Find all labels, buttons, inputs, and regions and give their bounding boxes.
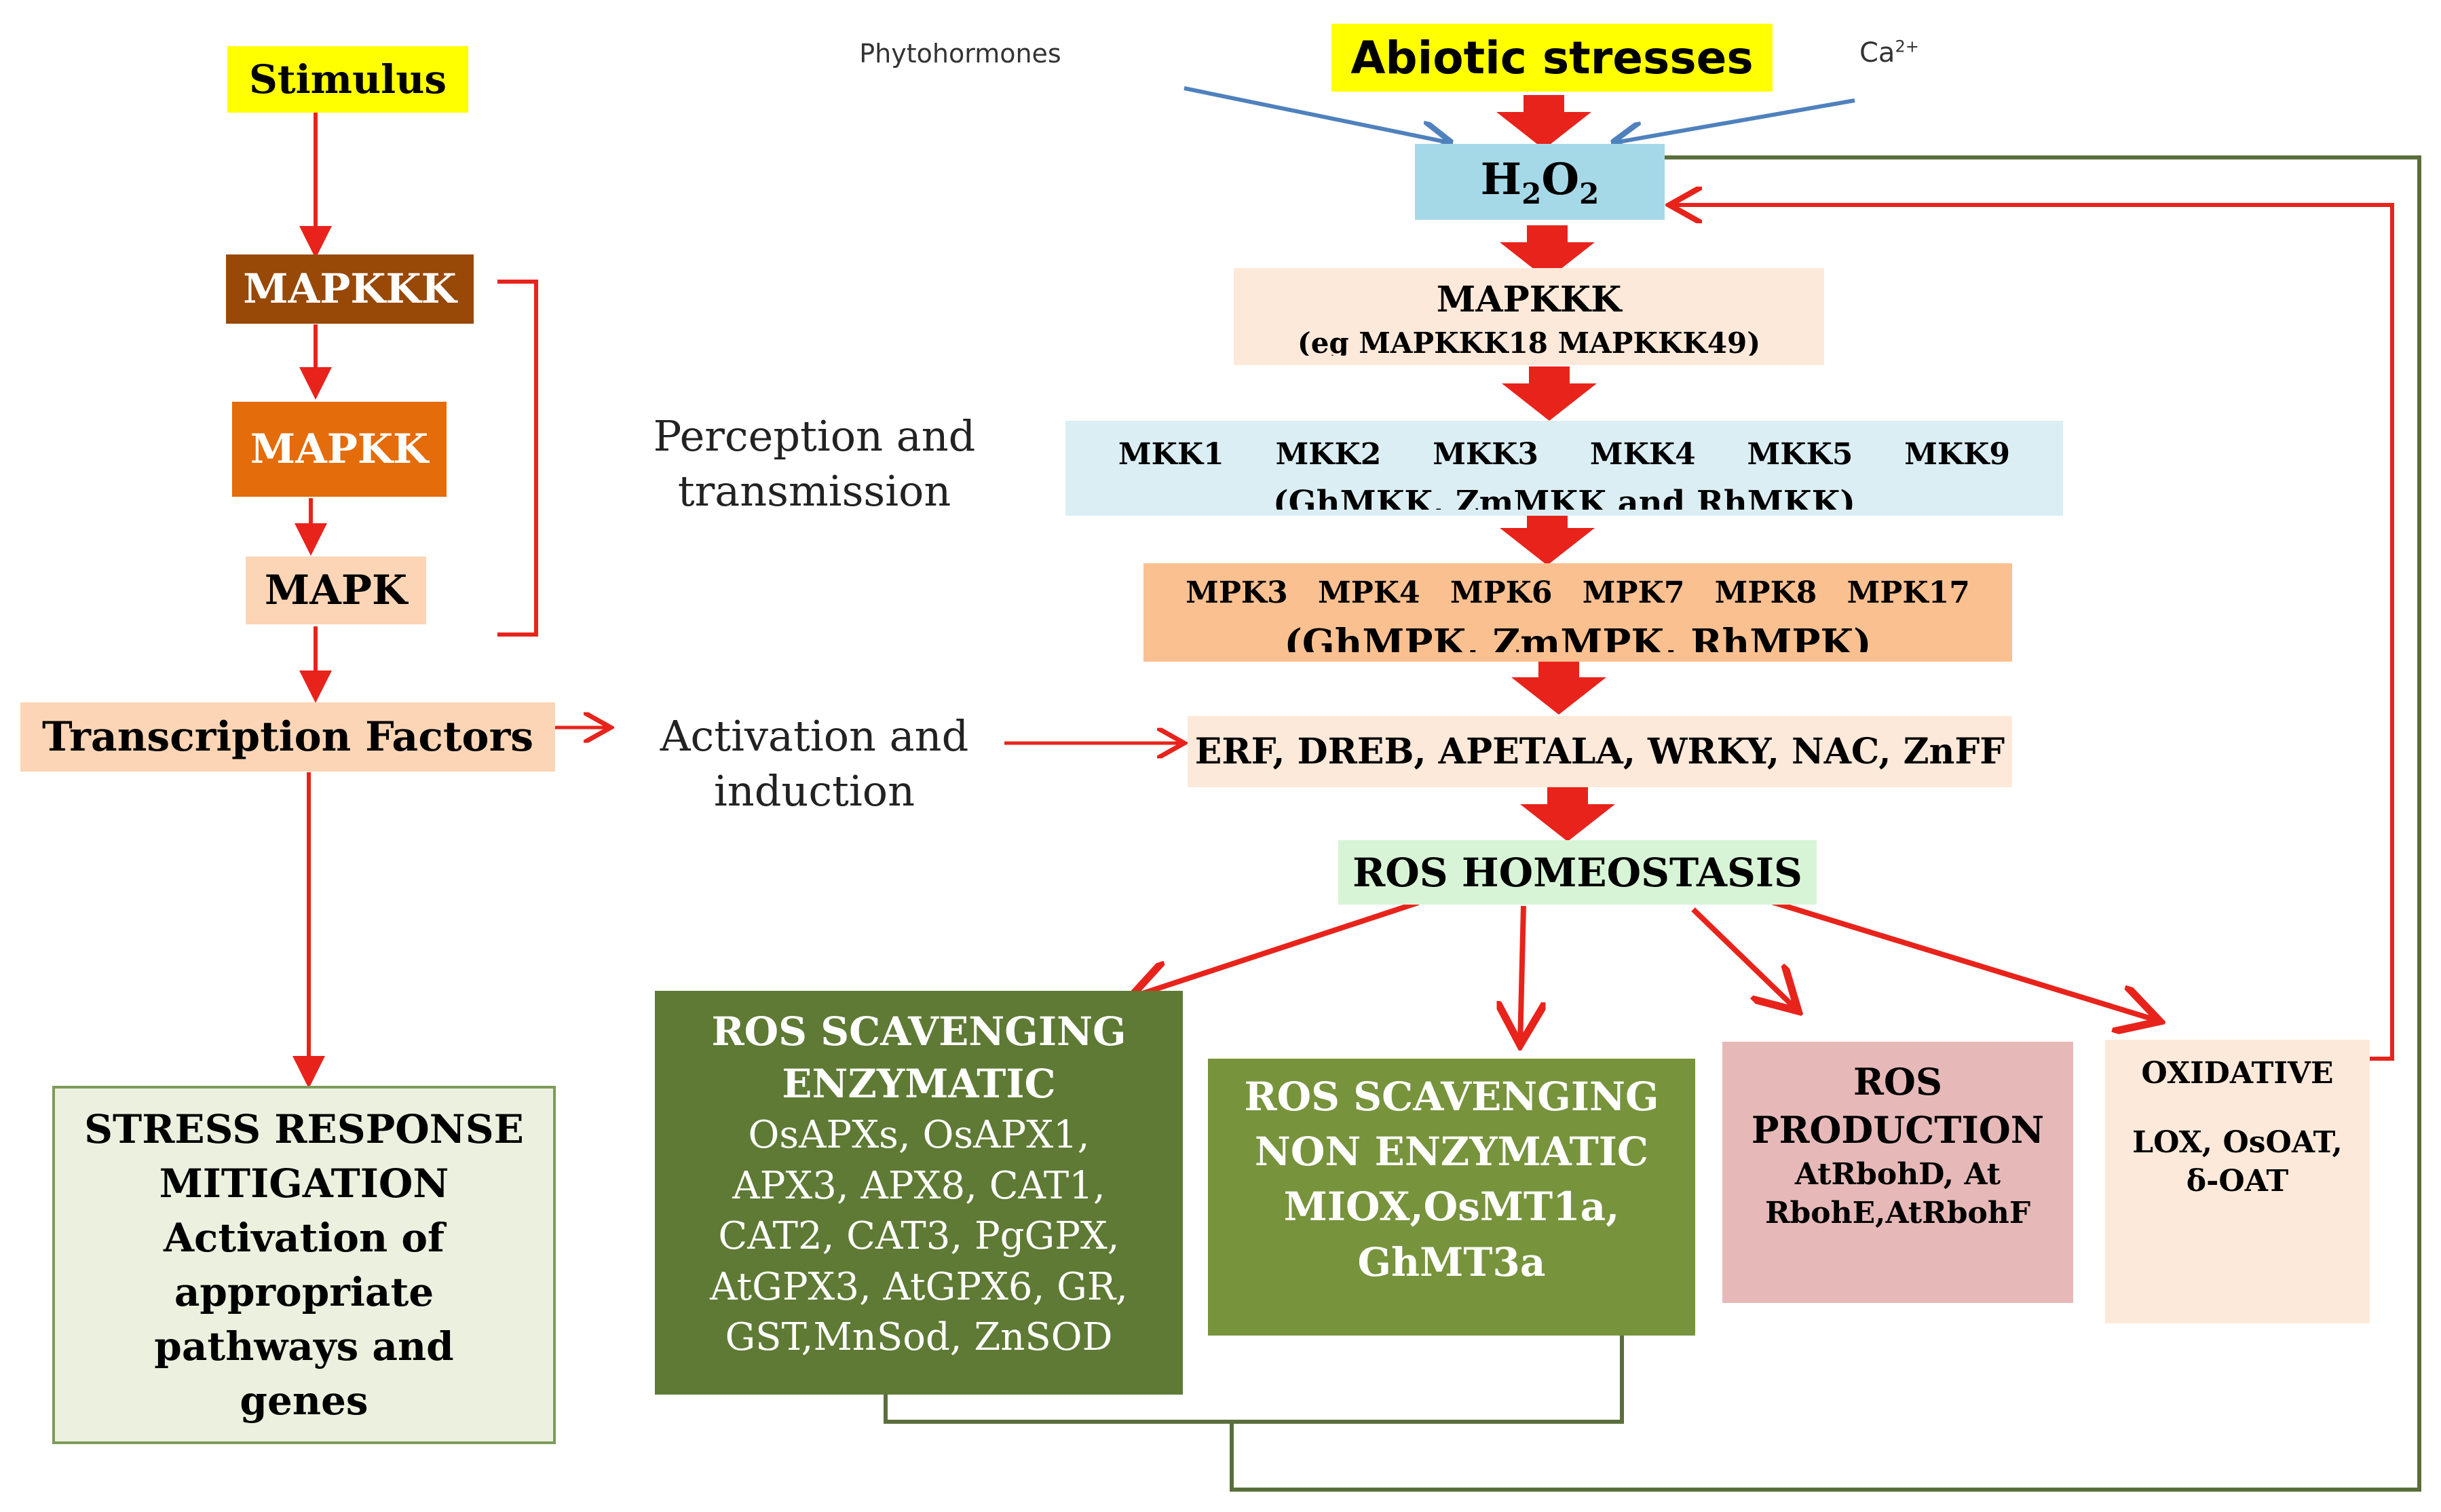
perception-label: Perception and transmission	[653, 411, 976, 516]
mpk-species: (GhMPK, ZmMPK, RhMPK)	[1284, 621, 1872, 652]
mpk-item: MPK4	[1318, 575, 1420, 610]
stress-response-line: appropriate	[174, 1269, 434, 1315]
stress-response-box: STRESS RESPONSE MITIGATION Activation of…	[52, 1086, 556, 1444]
stress-response-line: STRESS RESPONSE	[84, 1105, 524, 1152]
stimulus-box: Stimulus	[227, 46, 468, 113]
production-title: ROS	[1853, 1060, 1942, 1103]
nonenzymatic-body: GhMT3a	[1357, 1239, 1546, 1285]
mkk-box: MKK1 MKK2 MKK3 MKK4 MKK5 MKK9 (GhMKK, Zm…	[1065, 421, 2063, 516]
mapkkk-title: MAPKKK	[1436, 279, 1622, 320]
stimulus-label: Stimulus	[248, 56, 447, 102]
abiotic-stresses-box: Abiotic stresses	[1331, 24, 1773, 92]
enzymatic-body: OsAPXs, OsAPX1, APX3, APX8, CAT1, CAT2, …	[710, 1113, 1128, 1360]
left-mapkkk-label: MAPKKK	[243, 265, 457, 313]
mkk-species: (GhMKK, ZmMKK and RhMKK)	[1272, 484, 1856, 510]
ros-scavenging-nonenzymatic-box: ROS SCAVENGING NON ENZYMATIC MIOX,OsMT1a…	[1208, 1059, 1695, 1336]
transcription-factors-label: Transcription Factors	[42, 713, 533, 761]
mkk-item: MKK1	[1118, 437, 1224, 472]
arrow-ros-to-oxidative	[1746, 892, 2160, 1021]
mpk-item: MPK17	[1847, 575, 1970, 610]
h2o2-box: H2O2	[1415, 144, 1665, 220]
mkk-item: MKK2	[1275, 437, 1382, 472]
block-arrows	[1496, 95, 1615, 842]
mpk-item: MPK8	[1714, 575, 1817, 610]
mpk-item: MPK3	[1186, 575, 1288, 610]
nonenzymatic-title: NON ENZYMATIC	[1254, 1129, 1649, 1175]
arrow-ca-to-h2o2	[1615, 98, 1855, 143]
oxidative-box: OXIDATIVE LOX, OsOAT, δ-OAT	[2105, 1040, 2370, 1323]
mpk-item: MPK6	[1450, 575, 1553, 610]
block-arrow-mkk-to-mpk	[1500, 511, 1595, 565]
activation-label: Activation and induction	[660, 711, 969, 816]
mkk-row: MKK1 MKK2 MKK3 MKK4 MKK5 MKK9	[1093, 437, 2036, 472]
left-mapkkk-box: MAPKKK	[226, 254, 474, 324]
arrow-ros-to-enzymatic	[1130, 900, 1420, 998]
oxidative-body: LOX, OsOAT, δ-OAT	[2132, 1125, 2343, 1199]
mkk-item: MKK4	[1589, 437, 1696, 472]
left-mapkk-box: MAPKK	[232, 402, 447, 497]
inhibition-feedback	[884, 155, 2421, 1492]
transcription-factors-box: Transcription Factors	[20, 702, 555, 772]
feedback-scavenging-bracket	[884, 1330, 1624, 1424]
tf-list-label: ERF, DREB, APETALA, WRKY, NAC, ZnFF	[1194, 731, 2005, 772]
abiotic-stresses-label: Abiotic stresses	[1350, 31, 1754, 84]
feedback-scavenging-to-h2o2	[1230, 155, 2421, 1492]
h2o2-label: H2O2	[1480, 153, 1600, 210]
mkk-item: MKK3	[1433, 437, 1539, 472]
enzymatic-title: ENZYMATIC	[782, 1061, 1056, 1108]
mpk-row: MPK3 MPK4 MPK6 MPK7 MPK8 MPK17	[1171, 575, 1985, 610]
block-arrow-abiotic-to-h2o2	[1496, 95, 1591, 149]
arrow-phytohormones-to-h2o2	[1184, 86, 1449, 143]
enzymatic-title: ROS SCAVENGING	[711, 1008, 1127, 1055]
left-mapk-box: MAPK	[246, 556, 426, 624]
mkk-item: MKK9	[1904, 437, 2011, 472]
phytohormones-label: Phytohormones	[859, 39, 1061, 69]
calcium-label: Ca2+	[1859, 37, 1919, 69]
arrow-ros-to-production	[1691, 907, 1798, 1011]
feedback-oxidative-to-h2o2	[1669, 205, 2394, 1061]
block-arrow-h2o2-to-mapkkk	[1500, 225, 1595, 280]
mapkkk-box: MAPKKK (eg MAPKKK18 MAPKKK49)	[1234, 268, 1824, 365]
stress-response-line: Activation of	[164, 1214, 444, 1261]
block-arrow-mpk-to-tf	[1511, 660, 1606, 715]
arrow-ros-to-nonenzymatic	[1520, 905, 1524, 1045]
left-mapkk-label: MAPKK	[250, 426, 429, 473]
mkk-item: MKK5	[1747, 437, 1853, 472]
ros-homeostasis-box: ROS HOMEOSTASIS	[1338, 840, 1817, 905]
tf-list-box: ERF, DREB, APETALA, WRKY, NAC, ZnFF	[1188, 716, 2012, 787]
block-arrow-mapkkk-to-mkk	[1502, 366, 1597, 421]
production-body: AtRbohD, At RbohE,AtRbohF	[1764, 1156, 2031, 1230]
nonenzymatic-body: MIOX,OsMT1a,	[1283, 1184, 1620, 1230]
stress-response-line: MITIGATION	[159, 1160, 449, 1207]
stress-response-line: pathways and	[154, 1323, 454, 1370]
mpk-item: MPK7	[1582, 575, 1685, 610]
ros-scavenging-enzymatic-box: ROS SCAVENGING ENZYMATIC OsAPXs, OsAPX1,…	[655, 991, 1183, 1395]
oxidative-title: OXIDATIVE	[2141, 1056, 2334, 1091]
left-mapk-label: MAPK	[264, 567, 408, 614]
bracket-mapk-cascade	[497, 280, 538, 637]
ros-production-box: ROS PRODUCTION AtRbohD, At RbohE,AtRbohF	[1722, 1042, 2073, 1303]
stress-response-line: genes	[240, 1378, 368, 1424]
mapkkk-examples: (eg MAPKKK18 MAPKKK49)	[1297, 326, 1761, 356]
ros-homeostasis-label: ROS HOMEOSTASIS	[1352, 849, 1802, 896]
nonenzymatic-title: ROS SCAVENGING	[1244, 1074, 1659, 1120]
production-title: PRODUCTION	[1751, 1108, 2045, 1152]
block-arrow-tf-to-ros	[1520, 787, 1615, 842]
mpk-box: MPK3 MPK4 MPK6 MPK7 MPK8 MPK17 (GhMPK, Z…	[1143, 563, 2012, 662]
